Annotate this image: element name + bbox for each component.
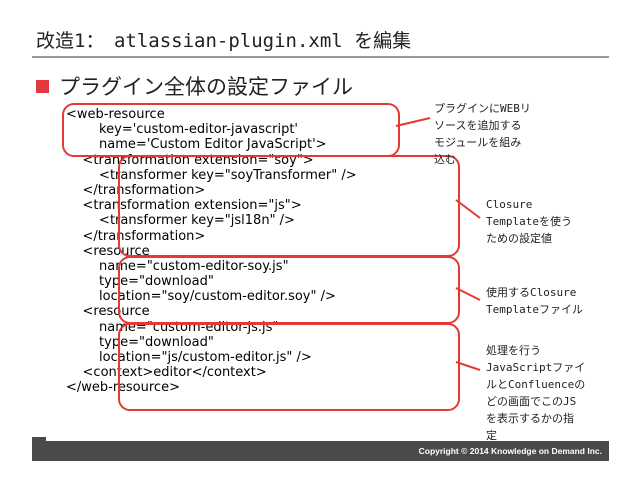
code-line: type="download"	[66, 334, 214, 350]
callout-js-resource: 処理を行う JavaScriptファイ ルとConfluenceの どの画面でこ…	[486, 344, 586, 442]
code-line: </transformation>	[66, 182, 206, 198]
code-line: name="custom-editor-soy.js"	[66, 258, 289, 274]
callout-transformation: Closure Templateを使う ための設定値	[486, 198, 572, 245]
callout-web-resource: プラグインにWEBリ ソースを追加する モジュールを組み 込む	[434, 102, 531, 166]
code-line: <context>editor</context>	[66, 365, 267, 381]
code-line: </transformation>	[66, 228, 206, 244]
bullet-item: プラグイン全体の設定ファイル	[36, 70, 353, 102]
connector-line-4	[455, 361, 481, 371]
code-line: type="download"	[66, 274, 214, 290]
title-divider	[32, 56, 609, 58]
code-listing: <web-resource key='custom-editor-javascr…	[66, 107, 357, 396]
footer-bar	[32, 441, 609, 461]
code-line: <transformer key="soyTransformer" />	[66, 167, 357, 183]
bullet-text: プラグイン全体の設定ファイル	[59, 75, 353, 99]
callout-soy-resource: 使用するClosure Templateファイル	[486, 286, 583, 316]
slide-title: 改造1： atlassian-plugin.xml を編集	[36, 30, 412, 52]
code-line: <resource	[66, 243, 150, 259]
code-line: key='custom-editor-javascript'	[66, 122, 299, 138]
code-line: <transformation extension="js">	[66, 198, 302, 214]
code-line: location="soy/custom-editor.soy" />	[66, 289, 336, 305]
connector-line-1	[395, 117, 431, 127]
code-line: </web-resource>	[66, 380, 180, 396]
connector-line-2	[455, 199, 481, 219]
code-line: <resource	[66, 304, 150, 320]
copyright-text: Copyright © 2014 Knowledge on Demand Inc…	[418, 446, 602, 456]
bullet-square-icon	[36, 79, 49, 93]
highlight-box-js-resource	[118, 323, 460, 411]
code-line: name='Custom Editor JavaScript'>	[66, 137, 327, 153]
code-line: <web-resource	[66, 107, 165, 122]
footer-accent	[32, 437, 46, 461]
code-line: location="js/custom-editor.js" />	[66, 350, 312, 365]
connector-line-3	[455, 287, 481, 301]
code-line: <transformer key="jsl18n" />	[66, 213, 295, 229]
